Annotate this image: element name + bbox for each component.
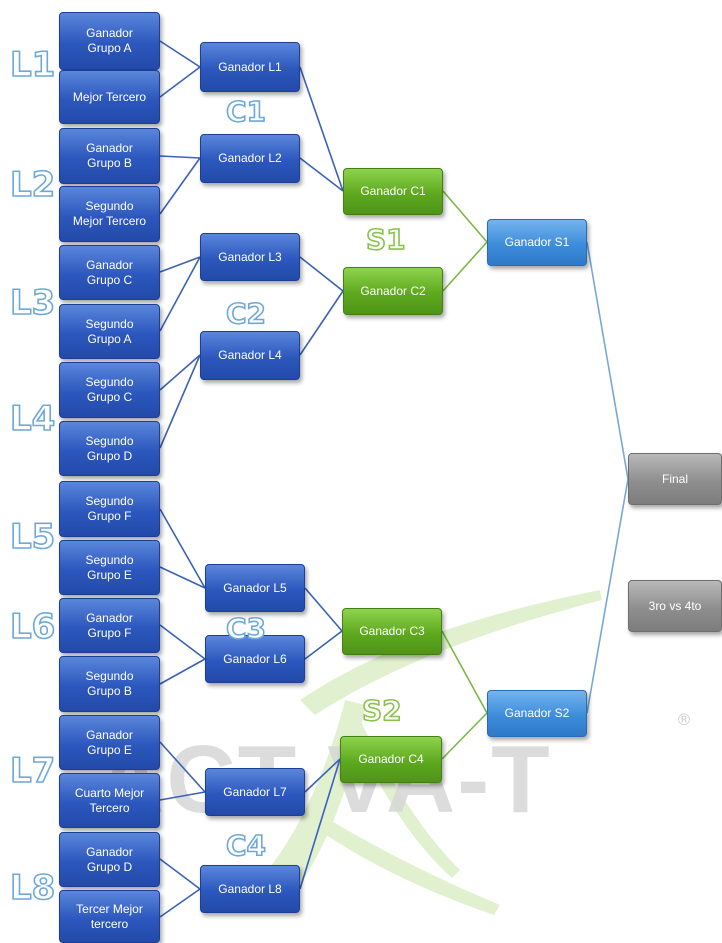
connector-l3-c2 <box>299 256 344 292</box>
watermark-registered-mark: ® <box>676 710 692 729</box>
match-box-ganador-l5: Ganador L5 <box>205 564 305 612</box>
connector-s2-final <box>586 478 629 714</box>
connector-l7-c4 <box>304 758 341 793</box>
quarter-tag-c3: C3 <box>225 612 267 645</box>
match-box-ganador-l3: Ganador L3 <box>200 233 300 281</box>
connector-s1-final <box>586 241 629 480</box>
group-tag-l8: L8 <box>9 868 56 908</box>
match-box-ganador-c3: Ganador C3 <box>342 608 442 655</box>
match-box-ganador-grupo-f: Ganador Grupo F <box>59 598 160 653</box>
match-box-ganador-l4: Ganador L4 <box>200 331 300 380</box>
match-box-ganador-c4: Ganador C4 <box>340 736 442 783</box>
connector-gb-l2 <box>159 155 201 159</box>
match-box-segundo-mejor-tercero: Segundo Mejor Tercero <box>59 186 160 242</box>
semi-tag-s1: S1 <box>365 223 406 256</box>
connector-gd-l8 <box>159 858 201 890</box>
quarter-tag-c2: C2 <box>225 297 267 330</box>
match-box-final: Final <box>628 453 722 505</box>
match-box-ganador-grupo-d: Ganador Grupo D <box>59 832 160 887</box>
match-box-ganador-s1: Ganador S1 <box>487 219 587 266</box>
connector-cmt-l7 <box>159 791 206 801</box>
match-box-third-place: 3ro vs 4to <box>628 580 722 632</box>
match-box-segundo-grupo-d: Segundo Grupo D <box>59 421 160 476</box>
connector-tmt-l8 <box>159 888 201 918</box>
connector-l5-c3 <box>304 587 343 632</box>
connector-mt-l1 <box>159 66 201 98</box>
match-box-segundo-grupo-b: Segundo Grupo B <box>59 656 160 712</box>
match-box-ganador-grupo-e: Ganador Grupo E <box>59 715 160 770</box>
semi-tag-s2: S2 <box>361 694 402 727</box>
connector-sf-l5 <box>159 508 206 589</box>
group-tag-l2: L2 <box>9 165 56 205</box>
connector-c3-s2 <box>441 630 488 714</box>
match-box-ganador-c2: Ganador C2 <box>343 267 443 315</box>
match-box-segundo-grupo-f: Segundo Grupo F <box>59 481 160 537</box>
group-tag-l5: L5 <box>9 517 56 557</box>
connector-c4-s2 <box>441 712 488 760</box>
match-box-cuarto-mejor-tercero: Cuarto Mejor Tercero <box>59 773 160 828</box>
group-tag-l7: L7 <box>9 751 56 791</box>
quarter-tag-c1: C1 <box>225 95 267 128</box>
connector-l1-c1 <box>299 66 344 192</box>
match-box-ganador-c1: Ganador C1 <box>343 168 443 215</box>
match-box-segundo-grupo-e: Segundo Grupo E <box>59 540 160 595</box>
connector-l2-c1 <box>299 157 344 192</box>
match-box-segundo-grupo-c: Segundo Grupo C <box>59 362 160 418</box>
connector-se-l5 <box>159 566 206 589</box>
match-box-ganador-l2: Ganador L2 <box>200 134 300 183</box>
connector-smt-l2 <box>159 157 201 215</box>
match-box-ganador-l7: Ganador L7 <box>205 768 305 816</box>
connector-l6-c3 <box>304 630 343 660</box>
connector-sd-l4 <box>159 354 201 449</box>
connector-c1-s1 <box>442 190 488 243</box>
match-box-ganador-l8: Ganador L8 <box>200 865 300 913</box>
connector-sc-l4 <box>159 354 201 391</box>
group-tag-l3: L3 <box>9 283 56 323</box>
group-tag-l4: L4 <box>9 399 56 439</box>
connector-sb-l6 <box>159 658 206 685</box>
connector-l4-c2 <box>299 290 344 356</box>
connector-l8-c4 <box>299 758 341 890</box>
group-tag-l1: L1 <box>9 45 56 85</box>
connector-c2-s1 <box>442 241 488 292</box>
match-box-ganador-grupo-b: Ganador Grupo B <box>59 128 160 184</box>
connector-sa-l3 <box>159 256 201 332</box>
match-box-ganador-l6: Ganador L6 <box>205 635 305 683</box>
match-box-ganador-grupo-c: Ganador Grupo C <box>59 245 160 300</box>
match-box-mejor-tercero: Mejor Tercero <box>59 70 160 124</box>
quarter-tag-c4: C4 <box>225 829 267 862</box>
group-tag-l6: L6 <box>9 607 56 647</box>
match-box-ganador-s2: Ganador S2 <box>487 690 587 737</box>
match-box-ganador-l1: Ganador L1 <box>200 42 300 92</box>
connector-gc-l3 <box>159 256 201 273</box>
connector-ge-l7 <box>159 741 206 793</box>
match-box-tercer-mejor-tercero: Tercer Mejor tercero <box>59 890 160 943</box>
match-box-ganador-grupo-a: Ganador Grupo A <box>59 12 160 70</box>
match-box-segundo-grupo-a: Segundo Grupo A <box>59 304 160 359</box>
connector-gf-l6 <box>159 624 206 660</box>
connector-ga-l1 <box>159 40 201 68</box>
